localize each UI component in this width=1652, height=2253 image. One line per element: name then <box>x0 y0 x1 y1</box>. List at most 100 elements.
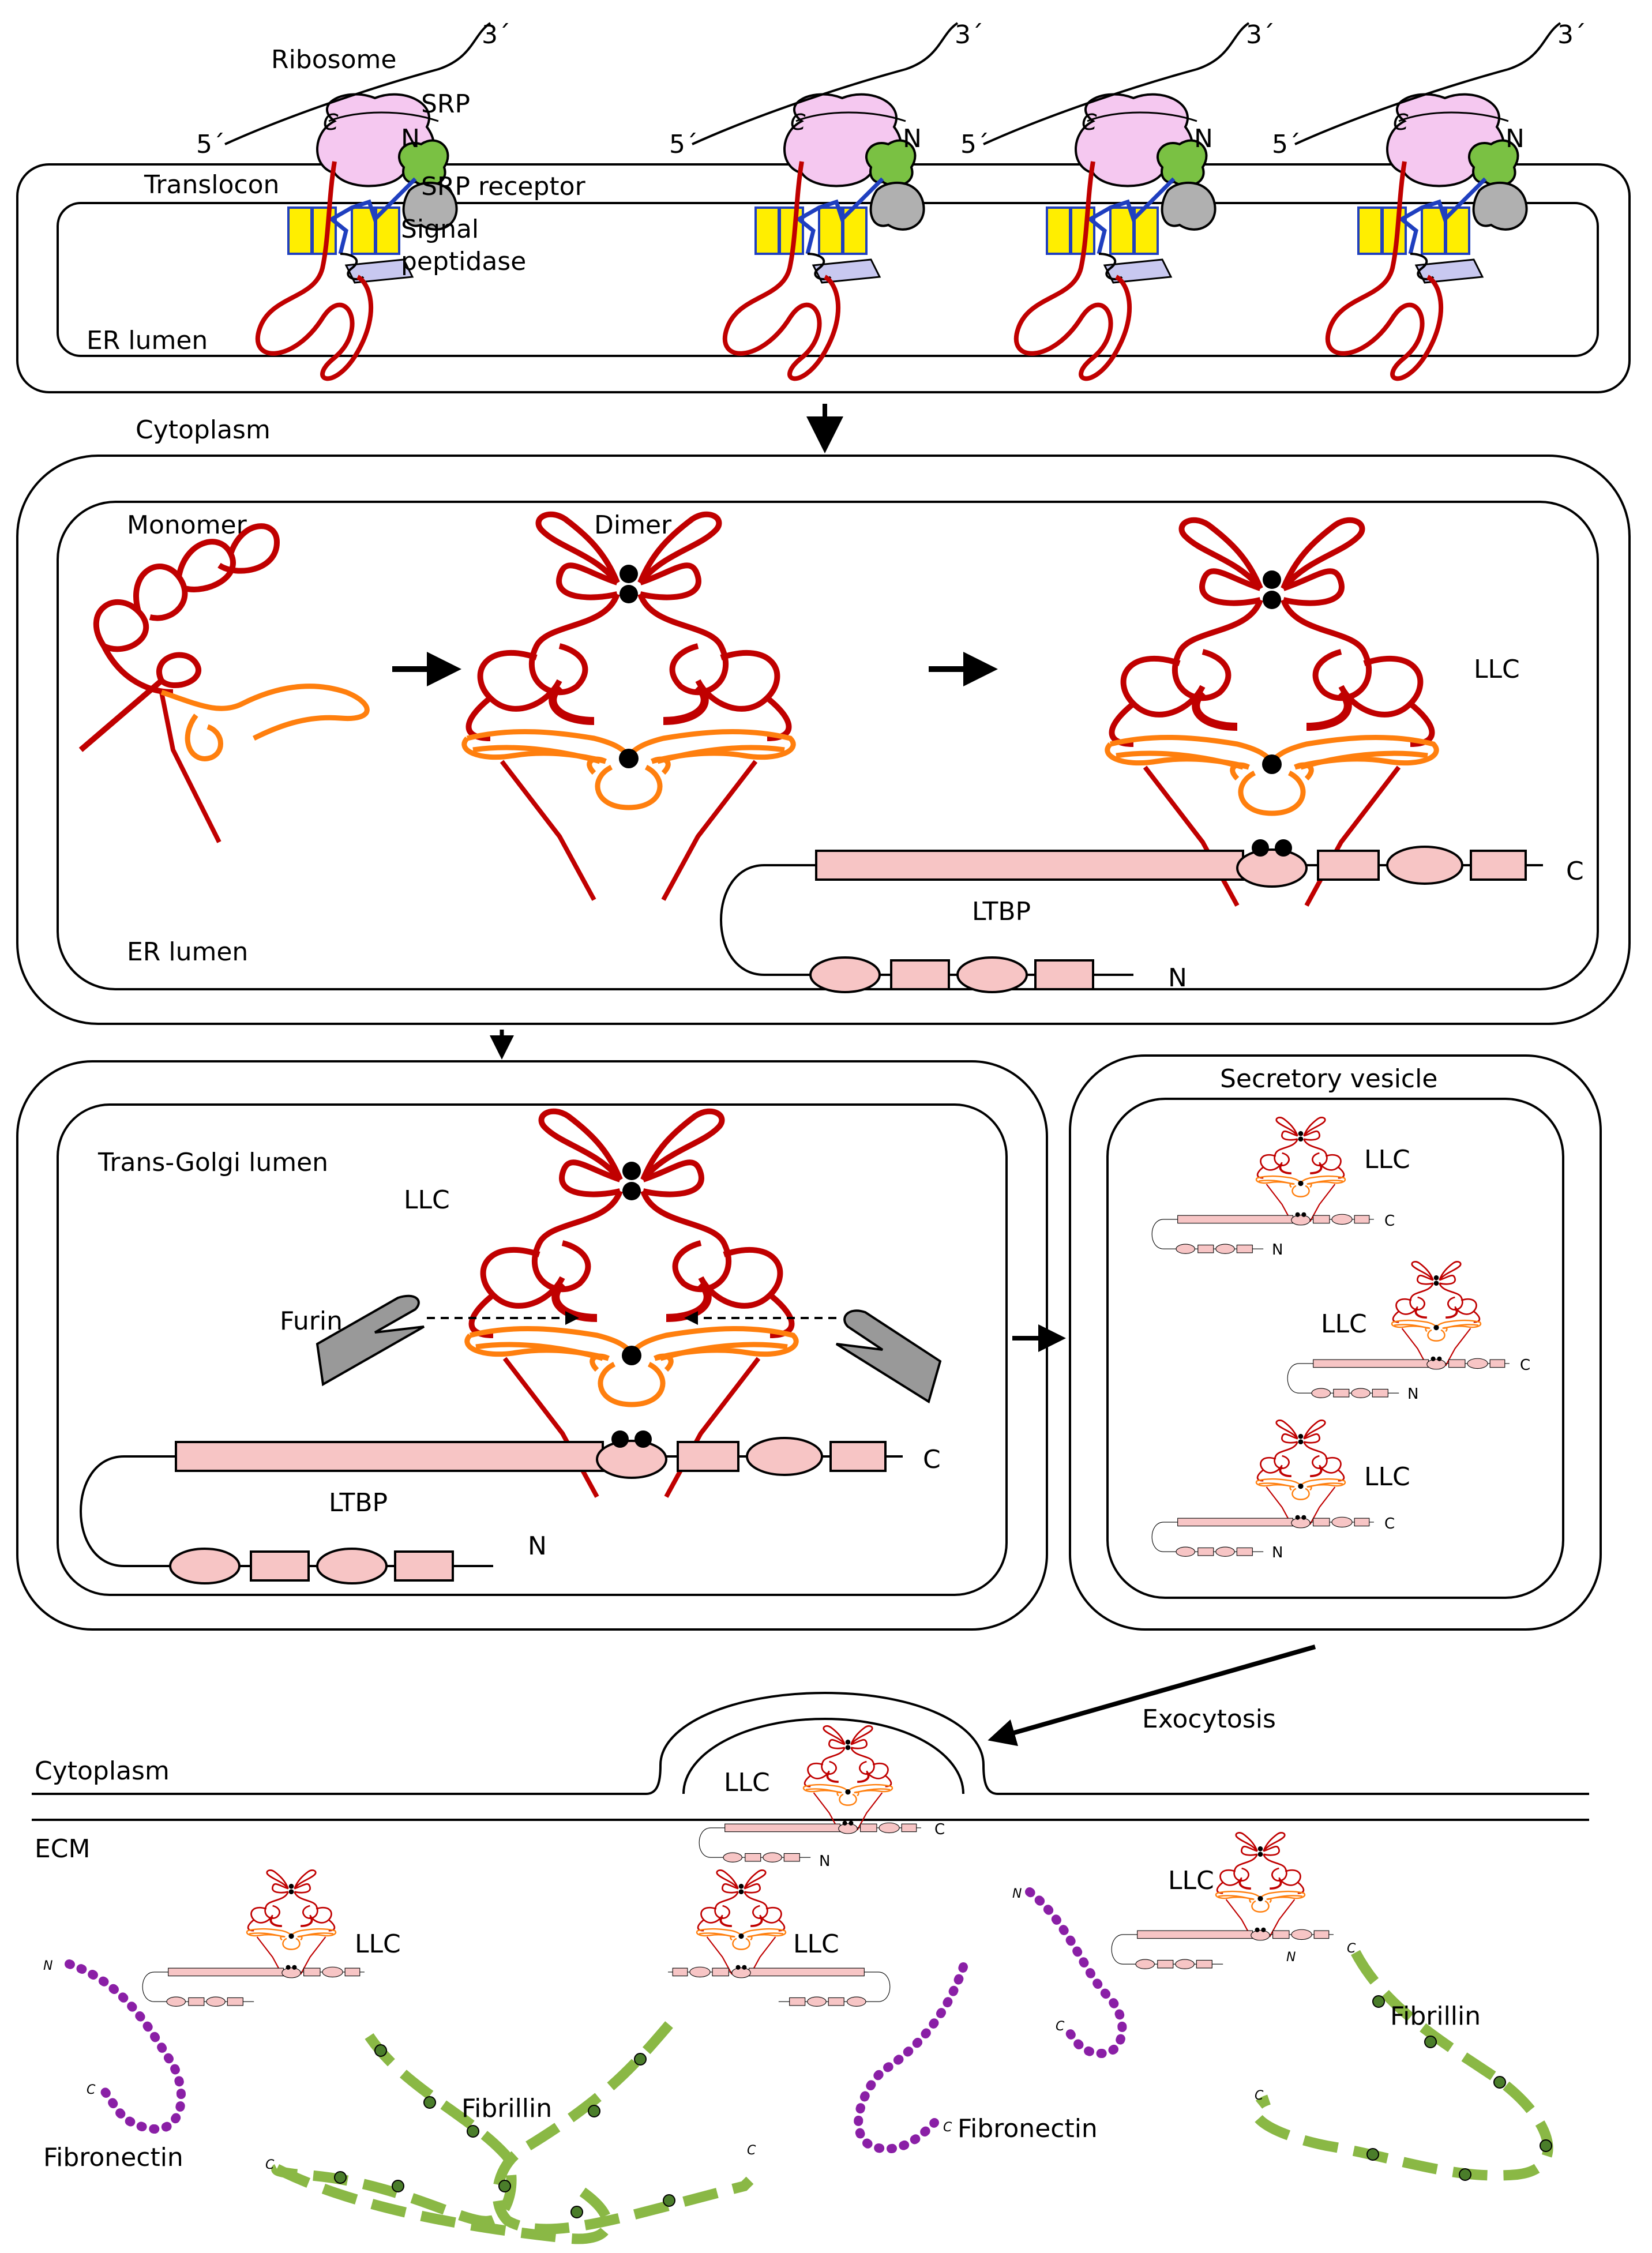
label-c-terminus: C <box>1520 1357 1530 1374</box>
ribosome-icon <box>1016 95 1215 379</box>
mrna-strand <box>692 22 959 145</box>
label-five-prime: 5´ <box>1272 130 1301 159</box>
mrna-strand <box>1294 22 1561 145</box>
label-c-terminus: C <box>934 1821 945 1838</box>
cell-outer-membrane <box>16 455 1631 1025</box>
ltbp-icon <box>80 1429 904 1584</box>
label-llc: LLC <box>1321 1309 1367 1339</box>
label-n-terminus: N <box>1505 124 1525 153</box>
label-fibrillin: Fibrillin <box>461 2094 552 2123</box>
ltbp-icon <box>1111 1927 1334 1969</box>
label-five-prime: 5´ <box>196 130 225 159</box>
label-ribosome: Ribosome <box>271 45 396 74</box>
ltbp-icon <box>142 1965 365 2007</box>
panel-er-folding: Monomer Dimer LLC ER lumen LTBP C N <box>16 455 1631 1025</box>
label-fibronectin: Fibronectin <box>43 2143 183 2172</box>
label-c-terminus: C <box>1384 1212 1395 1230</box>
panel-exocytosis-ecm: Exocytosis Cytoplasm ECM LLC C N LLC LLC… <box>32 1644 1589 2244</box>
label-signal-peptidase-line1: Signal <box>401 215 479 244</box>
label-c-terminus: C <box>1393 110 1409 135</box>
label-n-terminus: N <box>1012 1887 1022 1901</box>
cell-outer-membrane <box>1069 1054 1602 1631</box>
label-er-lumen: ER lumen <box>127 937 248 967</box>
label-translocon: Translocon <box>144 170 279 200</box>
label-llc: LLC <box>1474 655 1520 684</box>
label-ltbp: LTBP <box>329 1488 388 1518</box>
label-n-terminus: N <box>1168 963 1187 993</box>
label-n-terminus: N <box>43 1959 52 1973</box>
label-signal-peptidase-line2: peptidase <box>401 247 526 276</box>
label-n-terminus: N <box>1272 1544 1283 1561</box>
label-fibronectin: Fibronectin <box>958 2114 1098 2143</box>
label-exocytosis: Exocytosis <box>1142 1704 1276 1734</box>
label-llc: LLC <box>1364 1462 1410 1492</box>
label-llc: LLC <box>1364 1145 1410 1174</box>
exocytosis-arrow <box>988 1644 1316 1747</box>
label-c-terminus: C <box>1082 110 1097 135</box>
fibrillin-icon <box>492 2021 754 2235</box>
label-c-terminus: C <box>1056 2019 1065 2034</box>
label-n-terminus: N <box>1407 1385 1418 1403</box>
llc-icon <box>802 1725 893 1831</box>
label-cytoplasm: Cytoplasm <box>35 1756 170 1786</box>
label-c-terminus: C <box>1347 1942 1356 1956</box>
label-n-terminus: N <box>1272 1241 1283 1259</box>
label-cytoplasm: Cytoplasm <box>136 415 271 445</box>
label-n-terminus: N <box>1194 124 1213 153</box>
label-trans-golgi-lumen: Trans-Golgi lumen <box>97 1148 328 1177</box>
label-llc: LLC <box>404 1185 450 1215</box>
fibronectin-icon <box>854 1962 968 2154</box>
label-n-terminus: N <box>401 124 420 153</box>
fibrillin-icon <box>271 2033 517 2226</box>
label-c-terminus: C <box>747 2143 756 2158</box>
label-dimer: Dimer <box>594 510 672 540</box>
mrna-strand <box>983 22 1250 145</box>
golgi-membrane <box>57 1103 1008 1596</box>
label-three-prime: 3´ <box>482 20 510 50</box>
label-n-terminus: N <box>1286 1950 1296 1965</box>
label-monomer: Monomer <box>127 510 247 540</box>
llc-icon <box>1107 520 1436 906</box>
ribosome-icon <box>1328 95 1527 379</box>
panel-secretory-vesicle: Secretory vesicle LLC C N LLC C N LLC C … <box>1069 1054 1602 1631</box>
ltbp-icon <box>1287 1356 1510 1398</box>
vesicle-membrane <box>1106 1098 1564 1599</box>
label-c-terminus: C <box>265 2158 275 2172</box>
label-ltbp: LTBP <box>972 897 1031 926</box>
label-ecm: ECM <box>35 1834 91 1864</box>
label-c-terminus: C <box>943 2120 952 2135</box>
ltbp-icon <box>1151 1515 1375 1557</box>
llc-icon <box>696 1869 787 1976</box>
er-membrane <box>57 501 1599 990</box>
label-c-terminus: C <box>790 110 806 135</box>
ltbp-icon <box>699 1820 922 1863</box>
furin-icon <box>835 1309 942 1404</box>
label-srp: SRP <box>421 89 470 119</box>
llc-icon <box>1215 1831 1306 1938</box>
ltbp-icon <box>1151 1212 1375 1254</box>
llc-monomer-icon <box>81 526 367 842</box>
label-c-terminus: C <box>323 110 339 135</box>
label-llc: LLC <box>1168 1866 1214 1895</box>
label-llc: LLC <box>793 1929 839 1959</box>
label-secretory-vesicle: Secretory vesicle <box>1220 1064 1437 1094</box>
label-furin: Furin <box>280 1306 343 1336</box>
panel-trans-golgi: Trans-Golgi lumen LLC Furin LTBP C N <box>16 1060 1048 1631</box>
label-c-terminus: C <box>1384 1515 1395 1533</box>
label-three-prime: 3´ <box>1246 20 1275 50</box>
mrna-strand <box>224 22 491 145</box>
label-n-terminus: N <box>903 124 922 153</box>
plasma-membrane-outer <box>32 1691 1589 1795</box>
fibrillin-icon <box>1250 1950 1553 2181</box>
fibronectin-icon <box>1025 1887 1127 2059</box>
label-er-lumen: ER lumen <box>87 326 208 355</box>
label-fibrillin: Fibrillin <box>1390 2002 1481 2031</box>
label-llc: LLC <box>355 1929 401 1959</box>
llc-icon <box>1255 1116 1346 1223</box>
llc-icon <box>467 1112 796 1497</box>
llc-icon <box>246 1869 337 1976</box>
label-srp-receptor: SRP receptor <box>421 172 586 201</box>
plasma-membrane-inner <box>32 1717 1589 1821</box>
label-c-terminus: C <box>923 1445 941 1474</box>
